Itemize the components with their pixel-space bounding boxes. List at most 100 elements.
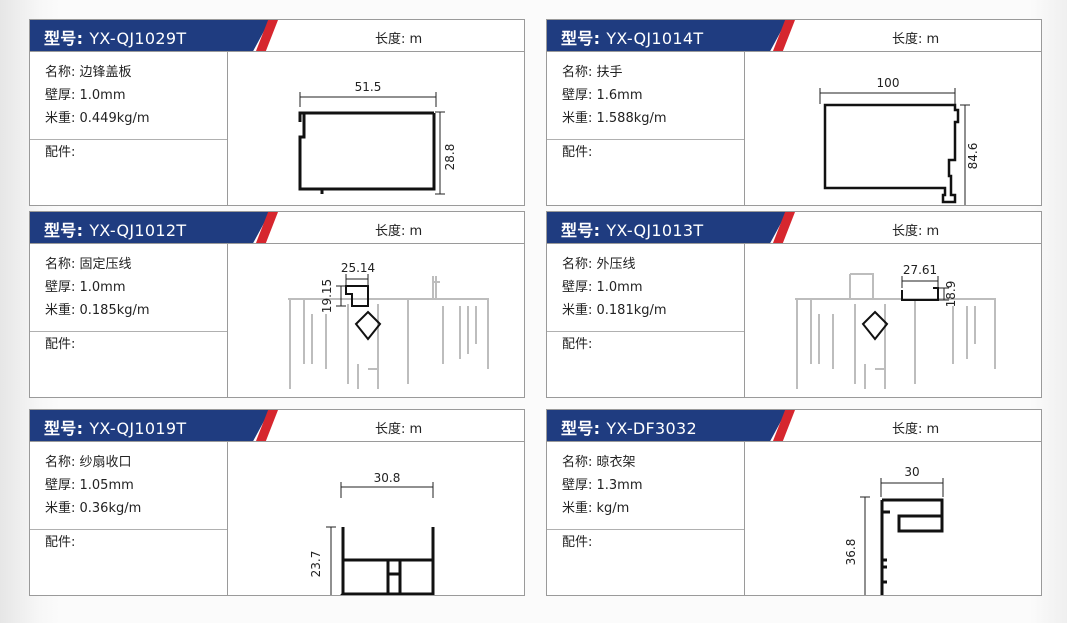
header-band xyxy=(547,212,787,243)
weight-per-meter: 米重: 0.181kg/m xyxy=(562,303,667,318)
length-label: 长度: m xyxy=(375,422,423,437)
header-band xyxy=(547,20,787,51)
weight-per-meter: 米重: 0.449kg/m xyxy=(45,111,150,126)
height-dimension xyxy=(939,287,949,301)
product-card-qj1019t: 型号:YX-QJ1019T 长度: m 名称: 纱扇收口 壁厚: 1.05mm … xyxy=(29,409,525,596)
column-divider xyxy=(744,244,745,397)
accessories-label: 配件: xyxy=(45,337,76,352)
profile-shape xyxy=(861,287,939,341)
width-dimension-label: 30.8 xyxy=(374,471,401,485)
height-dimension xyxy=(960,104,970,205)
card-header: 型号:YX-QJ1019T 长度: m xyxy=(30,410,524,442)
width-dimension xyxy=(880,478,944,497)
length-label: 长度: m xyxy=(375,224,423,239)
profile-shape xyxy=(345,285,382,341)
product-name: 名称: 扶手 xyxy=(562,65,623,80)
width-dimension-label: 30 xyxy=(904,465,919,479)
width-dimension-label: 100 xyxy=(877,76,900,90)
row-divider xyxy=(547,529,744,530)
product-card-qj1013t: 型号:YX-QJ1013T 长度: m 名称: 外压线 壁厚: 1.0mm 米重… xyxy=(546,211,1042,398)
product-name: 名称: 外压线 xyxy=(562,257,636,272)
card-header: 型号:YX-QJ1012T 长度: m xyxy=(30,212,524,244)
wall-thickness: 壁厚: 1.05mm xyxy=(45,478,134,493)
profile-shape xyxy=(340,527,435,595)
width-dimension xyxy=(299,92,437,107)
row-divider xyxy=(547,139,744,140)
card-header: 型号:YX-QJ1013T 长度: m xyxy=(547,212,1041,244)
product-name: 名称: 边锋盖板 xyxy=(45,65,132,80)
column-divider xyxy=(227,442,228,595)
length-label: 长度: m xyxy=(892,32,940,47)
product-card-qj1014t: 型号:YX-QJ1014T 长度: m 名称: 扶手 壁厚: 1.6mm 米重:… xyxy=(546,19,1042,206)
column-divider xyxy=(227,52,228,205)
card-header: 型号:YX-QJ1029T 长度: m xyxy=(30,20,524,52)
column-divider xyxy=(744,52,745,205)
accessories-label: 配件: xyxy=(45,535,76,550)
height-dimension-label: 84.6 xyxy=(966,143,980,170)
profile-drawing: 30 36.8 xyxy=(844,465,944,595)
wall-thickness: 壁厚: 1.6mm xyxy=(562,88,643,103)
height-dimension xyxy=(326,526,336,595)
height-dimension-label: 19.15 xyxy=(320,279,334,313)
profile-drawing: 27.61 18.9 xyxy=(795,263,996,389)
height-dimension-label: 28.8 xyxy=(443,144,457,171)
profile-drawing: 30.8 23.7 xyxy=(309,471,435,595)
row-divider xyxy=(547,331,744,332)
length-label: 长度: m xyxy=(892,422,940,437)
height-dimension-label: 18.9 xyxy=(944,281,958,308)
length-label: 长度: m xyxy=(375,32,423,47)
profile-drawing: 25.14 19.15 xyxy=(288,261,489,389)
column-divider xyxy=(744,442,745,595)
wall-thickness: 壁厚: 1.0mm xyxy=(562,280,643,295)
width-dimension-label: 51.5 xyxy=(355,80,382,94)
profile-drawing: 100 84.6 xyxy=(819,76,980,205)
model-number: 型号:YX-QJ1013T xyxy=(561,221,704,240)
width-dimension-label: 27.61 xyxy=(903,263,937,277)
model-number: 型号:YX-QJ1029T xyxy=(44,29,187,48)
height-dimension xyxy=(336,285,346,307)
product-card-qj1029t: 型号:YX-QJ1029T 长度: m 名称: 边锋盖板 壁厚: 1.0mm 米… xyxy=(29,19,525,206)
height-dimension-label: 23.7 xyxy=(309,551,323,578)
column-divider xyxy=(227,244,228,397)
profile-shape xyxy=(298,111,436,194)
product-card-qj1012t: 型号:YX-QJ1012T 长度: m 名称: 固定压线 壁厚: 1.0mm 米… xyxy=(29,211,525,398)
wall-thickness: 壁厚: 1.0mm xyxy=(45,280,126,295)
length-label: 长度: m xyxy=(892,224,940,239)
width-dimension xyxy=(345,274,369,286)
profile-shape xyxy=(880,498,944,595)
accessories-label: 配件: xyxy=(45,145,76,160)
width-dimension xyxy=(819,88,956,104)
card-header: 型号:YX-QJ1014T 长度: m xyxy=(547,20,1041,52)
model-number: 型号:YX-QJ1019T xyxy=(44,419,187,438)
header-band xyxy=(30,212,270,243)
product-name: 名称: 晾衣架 xyxy=(562,455,636,470)
weight-per-meter: 米重: 0.36kg/m xyxy=(45,501,142,516)
width-dimension xyxy=(340,482,434,498)
weight-per-meter: 米重: kg/m xyxy=(562,501,630,516)
row-divider xyxy=(30,331,227,332)
context-frame-profile xyxy=(795,273,996,389)
height-dimension-label: 36.8 xyxy=(844,539,858,566)
weight-per-meter: 米重: 1.588kg/m xyxy=(562,111,667,126)
weight-per-meter: 米重: 0.185kg/m xyxy=(45,303,150,318)
width-dimension-label: 25.14 xyxy=(341,261,375,275)
height-dimension xyxy=(435,111,445,195)
model-number: 型号:YX-QJ1014T xyxy=(561,29,704,48)
model-number: 型号:YX-DF3032 xyxy=(561,419,697,438)
width-dimension xyxy=(901,276,939,288)
product-card-df3032: 型号:YX-DF3032 长度: m 名称: 晾衣架 壁厚: 1.3mm 米重:… xyxy=(546,409,1042,596)
context-frame-profile xyxy=(288,276,489,389)
product-name: 名称: 纱扇收口 xyxy=(45,455,132,470)
model-number: 型号:YX-QJ1012T xyxy=(44,221,187,240)
accessories-label: 配件: xyxy=(562,145,593,160)
wall-thickness: 壁厚: 1.3mm xyxy=(562,478,643,493)
row-divider xyxy=(30,139,227,140)
wall-thickness: 壁厚: 1.0mm xyxy=(45,88,126,103)
profile-drawing: 51.5 28.8 xyxy=(298,80,457,195)
accessories-label: 配件: xyxy=(562,337,593,352)
profile-shape xyxy=(823,103,960,204)
header-band xyxy=(547,410,787,441)
row-divider xyxy=(30,529,227,530)
product-name: 名称: 固定压线 xyxy=(45,257,132,272)
